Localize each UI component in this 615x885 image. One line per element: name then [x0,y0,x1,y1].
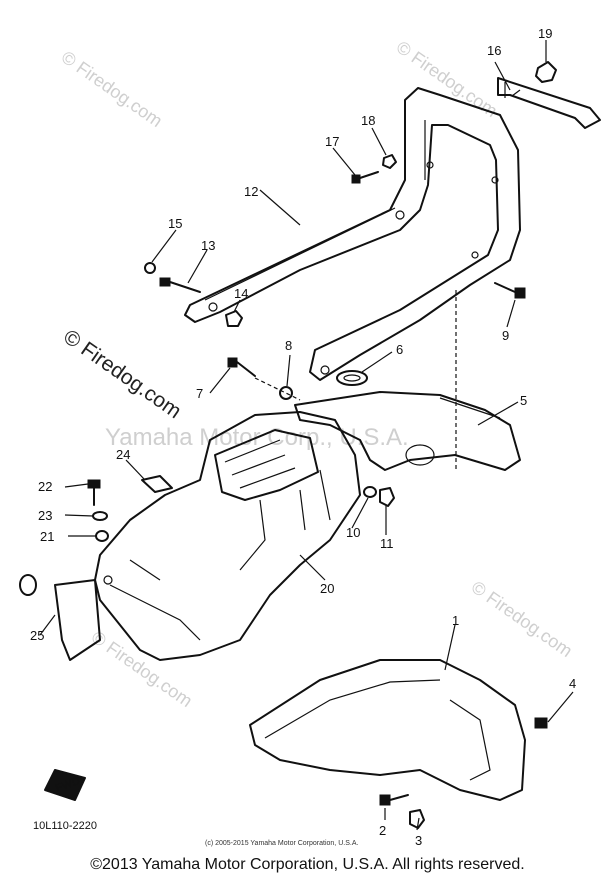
part-13-bolt [159,277,201,293]
part-label-8: 8 [285,338,292,353]
leader-lines [39,40,574,831]
part-18-nut [382,154,397,169]
part-23-washer [92,511,108,521]
watermark-firedog-top-right: © Firedog.com [393,37,501,121]
part-17-bolt [351,171,379,184]
part-label-18: 18 [361,113,375,128]
part-label-16: 16 [487,43,501,58]
part-1-front-fender [249,659,526,801]
part-label-13: 13 [201,238,215,253]
watermark-firedog-top-left: © Firedog.com [58,47,166,131]
part-label-7: 7 [196,386,203,401]
part-label-22: 22 [38,479,52,494]
watermark-firedog-left-lower: © Firedog.com [88,627,196,711]
part-label-19: 19 [538,26,552,41]
part-label-5: 5 [520,393,527,408]
part-label-15: 15 [168,216,182,231]
part-16-trim [497,77,601,129]
part-label-2: 2 [379,823,386,838]
part-label-1: 1 [452,613,459,628]
footer-copyright: ©2013 Yamaha Motor Corporation, U.S.A. A… [90,856,525,873]
part-20-inner-fender [94,411,361,661]
part-label-4: 4 [569,676,576,691]
watermark-firedog-center: © Firedog.com [59,325,185,423]
part-label-11: 11 [380,536,394,551]
part-4-bolt [534,717,548,729]
part-9-bolt [494,282,526,299]
part-12-grab-bar [184,87,521,381]
part-label-9: 9 [502,328,509,343]
part-7-bolt [227,357,256,377]
diagram-code: 10L110-2220 [33,820,97,832]
part-label-25: 25 [30,628,44,643]
part-15-nut [144,262,156,274]
inner-copyright: (c) 2005-2015 Yamaha Motor Corporation, … [205,840,358,847]
part-6-grommet [336,370,368,386]
part-label-12: 12 [244,184,258,199]
part-label-6: 6 [396,342,403,357]
part-8-washer [279,386,293,400]
part-22-bolt [87,479,101,506]
part-label-17: 17 [325,134,339,149]
part-25-license-bracket [19,574,101,661]
part-11-nut [379,487,395,507]
watermark-firedog-right: © Firedog.com [468,577,576,661]
part-label-21: 21 [40,529,54,544]
part-10-collar [363,486,377,498]
part-label-3: 3 [415,833,422,848]
part-3-nut [409,809,425,829]
part-14-nut [225,310,243,327]
fwd-arrow-badge: FWD [44,769,86,801]
part-2-bolt [379,794,409,806]
part-label-14: 14 [234,286,248,301]
part-label-10: 10 [346,525,360,540]
part-21-collar [95,530,109,542]
part-label-20: 20 [320,581,334,596]
part-24-clamp [141,475,173,493]
part-19-nut [535,61,557,83]
part-label-23: 23 [38,508,52,523]
part-label-24: 24 [116,447,130,462]
